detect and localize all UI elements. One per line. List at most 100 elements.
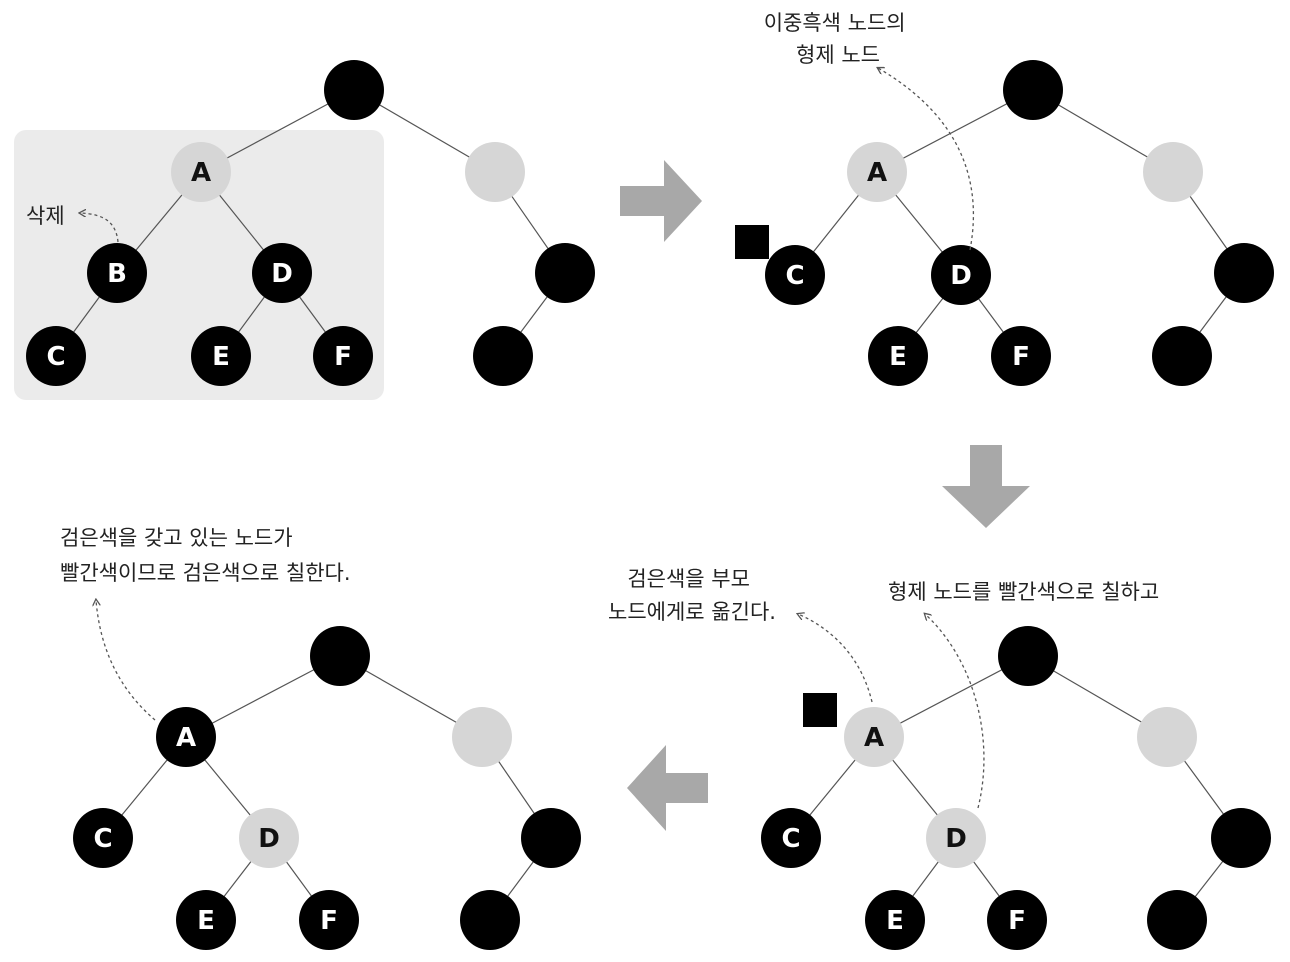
annotation-sibling: 이중흑색 노드의 형제 노드 <box>764 11 913 67</box>
tree-node-e: E <box>176 890 236 950</box>
node-label: A <box>867 158 887 188</box>
tree-node <box>465 142 525 202</box>
tree-node-c: C <box>761 808 821 868</box>
tree-node-f: F <box>313 326 373 386</box>
node-label: C <box>93 824 112 854</box>
tree-panel-3: A C D E F <box>761 626 1271 950</box>
node-circle <box>465 142 525 202</box>
tree-panel-2: A C D E F <box>765 60 1274 386</box>
tree-node-e: E <box>868 326 928 386</box>
node-label: C <box>785 261 804 291</box>
tree-node <box>310 626 370 686</box>
node-label: D <box>271 259 293 289</box>
node-circle <box>1152 326 1212 386</box>
tree-node <box>473 326 533 386</box>
tree-node-e: E <box>865 890 925 950</box>
callout-move-black <box>798 614 873 703</box>
node-circle <box>460 890 520 950</box>
node-circle <box>191 326 251 386</box>
node-circle <box>1137 707 1197 767</box>
extra-black-marker <box>735 225 769 259</box>
subtree-highlight-box <box>14 130 384 400</box>
tree-node <box>1003 60 1063 120</box>
node-label: F <box>334 342 352 372</box>
tree-node-c: C <box>73 808 133 868</box>
callout-sibling <box>878 68 974 251</box>
node-circle <box>987 890 1047 950</box>
node-circle <box>156 707 216 767</box>
annotation-move-black: 검은색을 부모 노드에게로 옮긴다. <box>608 567 776 624</box>
tree-node-a: A <box>171 142 231 202</box>
node-circle <box>26 326 86 386</box>
tree-node <box>324 60 384 120</box>
node-circle <box>171 142 231 202</box>
node-label: F <box>1012 342 1030 372</box>
node-circle <box>765 245 825 305</box>
node-circle <box>176 890 236 950</box>
callout-delete <box>80 213 119 243</box>
tree-node-d: D <box>926 808 986 868</box>
node-circle <box>865 890 925 950</box>
tree-node-f: F <box>299 890 359 950</box>
node-label: E <box>212 342 230 372</box>
tree-panel-1: AB D C E F <box>26 60 595 386</box>
tree-node-d: D <box>931 245 991 305</box>
tree-node-a: A <box>844 707 904 767</box>
node-label: D <box>945 824 967 854</box>
node-label: E <box>889 342 907 372</box>
tree-node <box>1214 243 1274 303</box>
node-circle <box>1147 890 1207 950</box>
node-circle <box>299 890 359 950</box>
node-circle <box>847 142 907 202</box>
tree-node-d: D <box>239 808 299 868</box>
node-circle <box>535 243 595 303</box>
node-circle <box>473 326 533 386</box>
tree-node-a: A <box>156 707 216 767</box>
node-circle <box>239 808 299 868</box>
node-circle <box>931 245 991 305</box>
tree-node <box>1147 890 1207 950</box>
callout-paint-black <box>96 600 156 721</box>
callout-paint-red <box>925 614 985 809</box>
tree-node-f: F <box>987 890 1047 950</box>
tree-node-f: F <box>991 326 1051 386</box>
node-label: C <box>781 824 800 854</box>
node-circle <box>868 326 928 386</box>
tree-node <box>1152 326 1212 386</box>
node-circle <box>452 707 512 767</box>
node-label: F <box>1008 906 1026 936</box>
annotation-paint-red: 형제 노드를 빨간색으로 칠하고 <box>888 580 1159 604</box>
node-circle <box>1143 142 1203 202</box>
node-label: A <box>864 723 884 753</box>
tree-node <box>535 243 595 303</box>
flow-arrow-right <box>620 160 702 242</box>
tree-node-d: D <box>252 243 312 303</box>
node-label: C <box>46 342 65 372</box>
node-label: F <box>320 906 338 936</box>
tree-node-c: C <box>765 245 825 305</box>
tree-node-e: E <box>191 326 251 386</box>
tree-node-b: B <box>87 243 147 303</box>
node-circle <box>1214 243 1274 303</box>
node-circle <box>926 808 986 868</box>
node-circle <box>521 808 581 868</box>
tree-node <box>1211 808 1271 868</box>
tree-node-a: A <box>847 142 907 202</box>
node-circle <box>73 808 133 868</box>
node-circle <box>313 326 373 386</box>
node-label: A <box>176 723 196 753</box>
tree-node <box>460 890 520 950</box>
node-circle <box>991 326 1051 386</box>
tree-node <box>521 808 581 868</box>
annotation-paint-black: 검은색을 갖고 있는 노드가 빨간색이므로 검은색으로 칠한다. <box>60 526 351 585</box>
node-circle <box>998 626 1058 686</box>
tree-node <box>998 626 1058 686</box>
node-label: D <box>950 261 972 291</box>
node-label: E <box>197 906 215 936</box>
node-circle <box>310 626 370 686</box>
flow-arrow-down <box>942 445 1030 528</box>
tree-node <box>1137 707 1197 767</box>
node-circle <box>324 60 384 120</box>
node-label: D <box>258 824 280 854</box>
